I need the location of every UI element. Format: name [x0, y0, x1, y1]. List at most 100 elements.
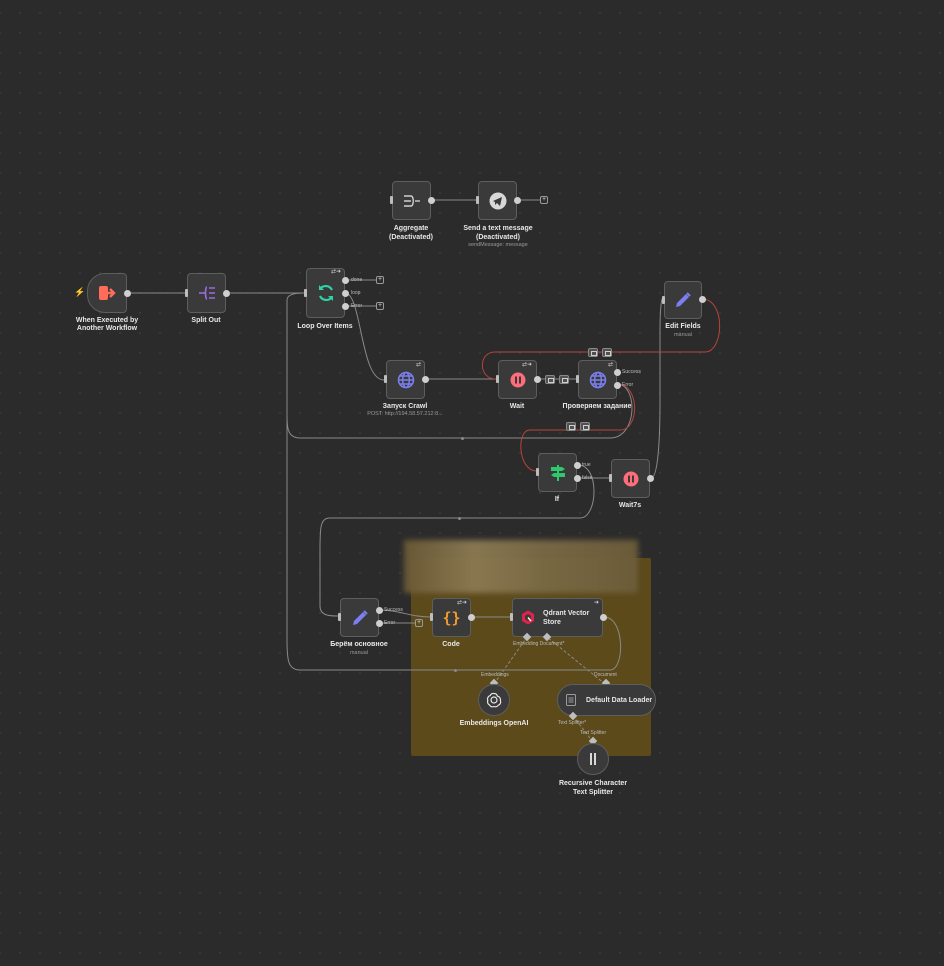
wait-node[interactable]	[498, 360, 537, 399]
loader-port-bottom-label: Text Splitter*	[558, 720, 587, 726]
recursive-text-splitter-node[interactable]	[577, 743, 609, 775]
pause-icon	[623, 471, 638, 486]
start-crawl-node[interactable]	[386, 360, 425, 399]
error-edge-action-button-1[interactable]	[566, 422, 576, 431]
code-badge-icon: ⇄➜	[457, 600, 468, 606]
document-icon	[566, 694, 576, 706]
send-text-add-button[interactable]: +	[540, 196, 548, 204]
edit-fields-detail: manual	[673, 332, 693, 338]
if-node[interactable]	[538, 453, 577, 492]
check-action-button-1[interactable]	[588, 348, 598, 357]
check-input-handle[interactable]	[576, 375, 579, 383]
loop-title: Loop Over Items	[297, 323, 353, 330]
splitter-title-line2: Text Splitter	[573, 789, 613, 796]
edge-action-button-1[interactable]	[545, 375, 555, 384]
error-edge-action-button-2[interactable]	[580, 422, 590, 431]
crawl-output-handle[interactable]	[422, 376, 429, 383]
aggregate-node[interactable]	[392, 181, 431, 220]
if-input-handle[interactable]	[536, 468, 539, 476]
loop-input-handle[interactable]	[304, 289, 307, 297]
wait7s-output-handle[interactable]	[647, 475, 654, 482]
aggregate-input-handle[interactable]	[390, 196, 393, 204]
embeddings-title: Embeddings OpenAI	[459, 720, 529, 727]
wait-badge-icon: ⇄➜	[522, 362, 533, 368]
loop-done-handle[interactable]	[342, 277, 349, 284]
edge-embeddings-qdrant	[493, 636, 528, 685]
edit-fields-input-handle[interactable]	[662, 296, 665, 304]
edge-check-loopback	[286, 292, 633, 439]
edit-fields-title: Edit Fields	[665, 323, 701, 330]
send-text-message-node[interactable]	[478, 181, 517, 220]
if-true-handle[interactable]	[574, 462, 581, 469]
qdrant-logo-icon	[522, 610, 534, 625]
aggregate-output-handle[interactable]	[428, 197, 435, 204]
split-out-input-handle[interactable]	[185, 289, 188, 297]
check-port-error: Error	[622, 382, 634, 388]
check-error-handle[interactable]	[614, 382, 621, 389]
wait7s-title: Wait7s	[618, 502, 642, 509]
take-main-error-add-button[interactable]: +	[415, 619, 423, 627]
qdrant-input-handle[interactable]	[510, 613, 513, 621]
crawl-input-handle[interactable]	[384, 375, 387, 383]
if-title: If	[554, 496, 560, 503]
signpost-icon	[550, 464, 565, 481]
code-output-handle[interactable]	[468, 614, 475, 621]
if-false-handle[interactable]	[574, 475, 581, 482]
take-main-title: Берём основное	[330, 641, 388, 648]
loop-over-items-node[interactable]	[306, 268, 345, 318]
take-main-detail: manual	[349, 650, 369, 656]
loop-error-handle[interactable]	[342, 303, 349, 310]
default-data-loader-node[interactable]: Default Data Loader	[557, 684, 656, 716]
check-action-button-2[interactable]	[602, 348, 612, 357]
code-input-handle[interactable]	[430, 613, 433, 621]
embeddings-openai-node[interactable]	[478, 684, 510, 716]
edge-action-button-2[interactable]	[559, 375, 569, 384]
split-out-output-handle[interactable]	[223, 290, 230, 297]
edge-edit-if	[650, 298, 663, 479]
wait7s-node[interactable]	[611, 459, 650, 498]
take-main-port-success: Success	[384, 607, 403, 613]
split-out-node[interactable]	[187, 273, 226, 313]
wait7s-input-handle[interactable]	[609, 474, 612, 482]
edit-fields-output-handle[interactable]	[699, 296, 706, 303]
send-text-input-handle[interactable]	[476, 196, 479, 204]
edge-berem-code	[378, 609, 431, 618]
crawl-detail: POST: http://194.58.57.212:8...	[367, 411, 443, 417]
splitter-icon	[590, 753, 596, 765]
loop-done-add-button[interactable]: +	[376, 276, 384, 284]
loop-loop-handle[interactable]	[342, 290, 349, 297]
splitter-title-line1: Recursive Character	[558, 780, 628, 787]
send-text-output-handle[interactable]	[514, 197, 521, 204]
wait-input-handle[interactable]	[496, 375, 499, 383]
trigger-title: When Executed by	[75, 317, 139, 324]
edit-fields-node[interactable]	[664, 281, 702, 319]
edge-edit-wait-error	[481, 298, 721, 380]
wait-output-handle[interactable]	[534, 376, 541, 383]
send-text-detail: sendMessage: message	[468, 242, 528, 248]
take-main-input-handle[interactable]	[338, 613, 341, 621]
loop-error-add-button[interactable]: +	[376, 302, 384, 310]
loader-title: Default Data Loader	[586, 696, 653, 704]
qdrant-title-line1: Qdrant Vector	[543, 609, 590, 617]
trigger-subtitle: Another Workflow	[76, 325, 138, 332]
take-main-success-handle[interactable]	[376, 607, 383, 614]
check-success-handle[interactable]	[614, 369, 621, 376]
aggregate-icon	[403, 194, 420, 207]
loop-port-done: done	[351, 277, 363, 283]
trigger-bolt-icon: ⚡	[74, 287, 86, 297]
qdrant-output-handle[interactable]	[600, 614, 607, 621]
sign-out-icon	[99, 286, 116, 300]
edge-if-true-berem	[319, 464, 595, 617]
trigger-output-handle[interactable]	[124, 290, 131, 297]
crawl-badge-icon: ⇄	[416, 362, 422, 368]
edge-midpoint-dot	[458, 517, 461, 520]
code-node[interactable]: {}	[432, 598, 471, 637]
pencil-icon	[676, 292, 691, 307]
globe-icon	[397, 371, 414, 388]
take-main-node[interactable]	[340, 598, 379, 637]
execute-workflow-trigger-node[interactable]	[87, 273, 127, 313]
take-main-error-handle[interactable]	[376, 620, 383, 627]
qdrant-vector-store-node[interactable]: Qdrant Vector Store	[512, 598, 603, 637]
